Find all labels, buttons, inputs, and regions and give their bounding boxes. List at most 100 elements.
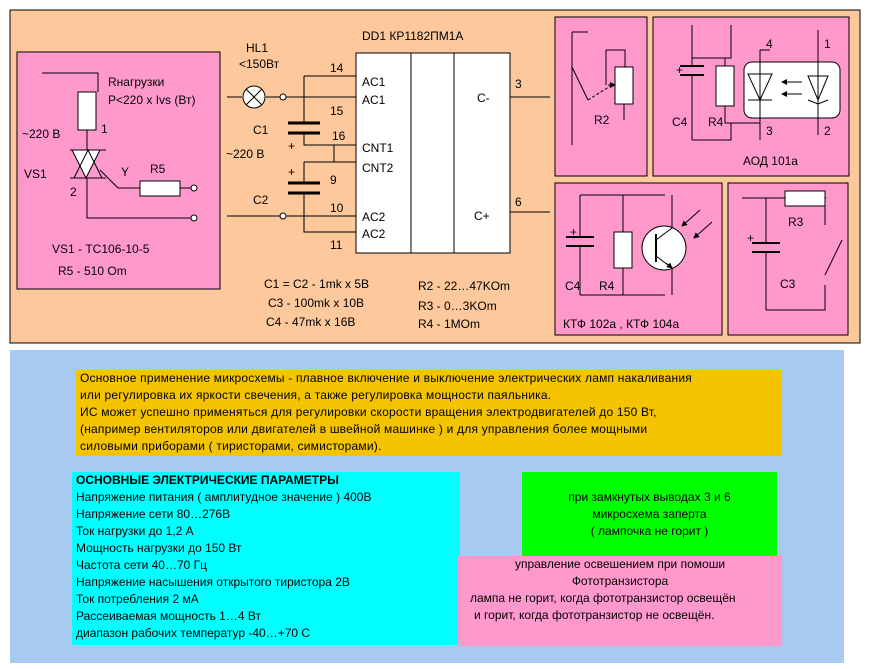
value-c4: C4 - 47mk x 16B <box>266 315 355 329</box>
vs1-pin2: 2 <box>70 185 77 199</box>
c1-label: C1 <box>253 123 269 137</box>
parameter-item: Напряжение питания ( амплитудное значени… <box>76 490 372 504</box>
value-r2: R2 - 22…47KOm <box>418 279 510 293</box>
load-label: Rнагрузки <box>108 75 164 89</box>
description-line: силовыми приборами ( тиристорами, симист… <box>80 439 382 453</box>
ktf-plus: + <box>570 225 577 239</box>
load-formula: P<220 x Ivs (Вт) <box>108 93 195 107</box>
main-wiring: HL1 <150Вт C1 ~220 В C2 + + 14 15 16 9 1… <box>226 41 550 252</box>
aod-r4-resistor <box>715 65 735 107</box>
output-minus: C- <box>477 91 490 105</box>
pin-3: 3 <box>515 77 522 91</box>
parameter-item: Ток нагрузки до 1,2 А <box>76 524 194 538</box>
parameter-item: Напряжение сети 80…276В <box>76 507 231 521</box>
parameter-item: диапазон рабочих температур -40…+70 С <box>76 626 311 640</box>
r2-label: R2 <box>594 113 610 127</box>
description-line: ИС может успешно применяться для регулир… <box>80 405 657 419</box>
locked-line: микросхема заперта <box>592 507 707 521</box>
value-c3: C3 - 100mk x 10B <box>268 296 364 310</box>
c3-label: C3 <box>780 277 796 291</box>
load-resistor <box>77 91 97 131</box>
description-line: (например вентиляторов или двигателей в … <box>80 422 648 436</box>
pin-cnt2: CNT2 <box>362 161 394 175</box>
triac-panel: Rнагрузки P<220 x Ivs (Вт) ~220 В 1 VS1 … <box>16 51 221 290</box>
c2-label: C2 <box>253 193 269 207</box>
pin-cnt1: CNT1 <box>362 141 394 155</box>
vs1-pin1: 1 <box>101 122 108 136</box>
aod-pin3: 3 <box>766 124 773 138</box>
chip-title: DD1 КР1182ПМ1А <box>362 29 463 43</box>
parameters-box: ОСНОВНЫЕ ЭЛЕКТРИЧЕСКИЕ ПАРАМЕТРЫ Напряже… <box>72 472 460 645</box>
gate-label: Y <box>121 165 129 179</box>
ktf-r4: R4 <box>599 279 615 293</box>
aod-pin2: 2 <box>824 124 831 138</box>
pin-ac2-a: AC2 <box>362 210 386 224</box>
r5-resistor <box>139 180 181 197</box>
vs1-label: VS1 <box>24 167 47 181</box>
description-box: Основное применение микросхемы - плавное… <box>76 370 782 456</box>
description-line: Основное применение микросхемы - плавное… <box>80 371 692 385</box>
parameter-item: Мощность нагрузки до 150 Вт <box>76 541 242 555</box>
panel-r2: R2 <box>554 16 648 177</box>
r5-note: R5 - 510 Om <box>58 264 127 278</box>
aod-plus: + <box>676 63 683 77</box>
photo-line: и горит, когда фототранзистор не освещён… <box>474 608 715 622</box>
pin-ac1-b: AC1 <box>362 93 386 107</box>
panel-ktf: + C4 R4 КТФ 102а , КТФ 104а <box>554 182 723 336</box>
value-r4: R4 - 1MOm <box>418 317 480 331</box>
parameters-title: ОСНОВНЫЕ ЭЛЕКТРИЧЕСКИЕ ПАРАМЕТРЫ <box>76 473 339 487</box>
locked-line: при замкнутых выводах 3 и 6 <box>568 490 731 504</box>
main-mains-label: ~220 В <box>226 147 264 161</box>
phototransistor <box>641 225 687 271</box>
aod-pin1: 1 <box>824 37 831 51</box>
parameter-item: Напряжение насышения открытого тиристора… <box>76 575 350 589</box>
left-mains-label: ~220 В <box>22 127 60 141</box>
r5-label: R5 <box>150 162 166 176</box>
hl1-label: HL1 <box>246 41 268 55</box>
parameter-item: Рассеиваемая мощность 1…4 Вт <box>76 609 261 623</box>
photo-control-note: управление освешением при помоши Фототра… <box>458 556 782 646</box>
chip-dd1: DD1 КР1182ПМ1А AC1 AC1 CNT1 CNT2 AC2 AC2… <box>355 29 511 254</box>
parameter-item: Частота сети 40…70 Гц <box>76 558 208 572</box>
pin-9: 9 <box>330 173 337 187</box>
locked-note: при замкнутых выводах 3 и 6 микросхема з… <box>522 472 777 556</box>
description-line: или регулировка их яркости свечения, а т… <box>80 388 552 402</box>
pin-ac2-b: AC2 <box>362 227 386 241</box>
aod-r4: R4 <box>708 115 724 129</box>
locked-line: ( лампочка не горит ) <box>590 524 709 538</box>
c2-plus: + <box>288 165 295 179</box>
photo-line: лампа не горит, когда фототранзистор осв… <box>470 591 736 605</box>
c1-plus: + <box>288 139 295 153</box>
value-c1c2: C1 = C2 - 1mk x 5B <box>264 277 369 291</box>
pin-15: 15 <box>330 104 344 118</box>
info-panel: Основное применение микросхемы - плавное… <box>10 350 844 663</box>
pin-6: 6 <box>515 195 522 209</box>
ktf-c4: C4 <box>565 279 581 293</box>
ktf-name: КТФ 102а , КТФ 104а <box>563 317 679 331</box>
pin-ac1-a: AC1 <box>362 75 386 89</box>
optocoupler-body <box>743 61 841 119</box>
photo-line: управление освешением при помоши <box>514 557 726 571</box>
aod-pin4: 4 <box>766 37 773 51</box>
pin-10: 10 <box>330 201 344 215</box>
ktf-r4-resistor <box>613 231 633 269</box>
r3-resistor <box>784 190 826 207</box>
aod-name: АОД 101а <box>743 154 798 168</box>
output-plus: C+ <box>474 209 490 223</box>
parameter-item: Ток потребления 2 мА <box>76 592 199 606</box>
pin-16: 16 <box>332 129 346 143</box>
panel-r3c3: R3 + C3 <box>727 182 849 336</box>
r3-label: R3 <box>788 215 804 229</box>
hl1-power: <150Вт <box>239 57 280 71</box>
vs1-note: VS1 - ТС106-10-5 <box>52 242 150 256</box>
vs1-triac <box>71 149 101 180</box>
photo-line: Фототранзистора <box>571 574 669 588</box>
pin-11: 11 <box>330 238 343 252</box>
pin-14: 14 <box>330 61 344 75</box>
panel-aod: + C4 R4 4 1 3 2 АОД 101а <box>652 16 850 177</box>
schematic: Rнагрузки P<220 x Ivs (Вт) ~220 В 1 VS1 … <box>9 9 861 344</box>
value-r3: R3 - 0…3KOm <box>418 299 497 313</box>
aod-c4: C4 <box>672 115 688 129</box>
r2-potentiometer <box>614 66 634 105</box>
r3-plus: + <box>747 231 754 245</box>
